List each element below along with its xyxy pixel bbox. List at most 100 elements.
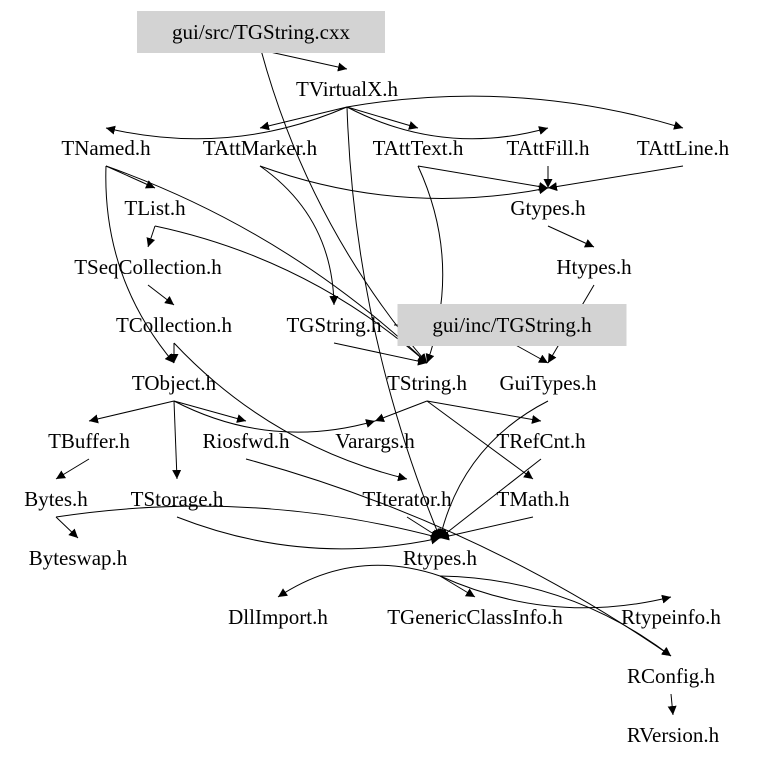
edge-tnamed-to-tobject <box>105 165 175 364</box>
node-trefcnt[interactable]: TRefCnt.h <box>496 429 586 453</box>
edge-tvirtualx-to-tattfill <box>346 106 549 140</box>
node-tgenericclassinfo[interactable]: TGenericClassInfo.h <box>387 605 563 629</box>
node-rtypeinfo[interactable]: Rtypeinfo.h <box>621 605 721 629</box>
node-tvirtualx[interactable]: TVirtualX.h <box>296 77 398 101</box>
node-titerator[interactable]: TIterator.h <box>362 487 452 511</box>
node-guitypes[interactable]: GuiTypes.h <box>499 371 597 395</box>
edge-tattmarker-to-gtypes <box>259 165 549 199</box>
node-tbuffer[interactable]: TBuffer.h <box>48 429 130 453</box>
node-label: TList.h <box>124 196 186 220</box>
edge-tattline-to-gtypes <box>547 165 684 191</box>
node-varargs[interactable]: Varargs.h <box>335 429 415 453</box>
node-dllimport[interactable]: DllImport.h <box>228 605 328 629</box>
node-tstring[interactable]: TString.h <box>387 371 467 395</box>
node-label: TString.h <box>387 371 467 395</box>
node-guiinc[interactable]: gui/inc/TGString.h <box>397 304 627 346</box>
node-label: TVirtualX.h <box>296 77 398 101</box>
edge-rtypes-to-dllimport <box>277 564 441 598</box>
node-tnamed[interactable]: TNamed.h <box>61 136 151 160</box>
edge-trefcnt-to-rtypes <box>439 458 542 539</box>
node-label: gui/src/TGString.cxx <box>172 20 350 44</box>
node-tstorage[interactable]: TStorage.h <box>131 487 224 511</box>
node-label: TGenericClassInfo.h <box>387 605 563 629</box>
edge-tbuffer-to-bytes <box>55 458 90 480</box>
edge-tvirtualx-to-tattmarker <box>259 106 348 131</box>
edge-tstring-to-varargs <box>374 400 428 422</box>
node-label: TBuffer.h <box>48 429 130 453</box>
edge-tcollection-to-titerator <box>173 342 408 482</box>
edge-tvirtualx-to-tattline <box>346 95 684 130</box>
node-label: Rtypes.h <box>403 546 478 570</box>
edge-tobject-to-tbuffer <box>88 400 175 424</box>
node-bytes[interactable]: Bytes.h <box>24 487 88 511</box>
node-label: TSeqCollection.h <box>74 255 222 279</box>
node-label: TCollection.h <box>116 313 233 337</box>
node-tobject[interactable]: TObject.h <box>132 371 217 395</box>
node-rtypes[interactable]: Rtypes.h <box>403 546 478 570</box>
node-tmath[interactable]: TMath.h <box>497 487 570 511</box>
node-rversion[interactable]: RVersion.h <box>627 723 720 747</box>
node-label: RConfig.h <box>627 664 716 688</box>
node-label: DllImport.h <box>228 605 328 629</box>
edge-titerator-to-rtypes <box>406 516 441 539</box>
node-label: Rtypeinfo.h <box>621 605 721 629</box>
edge-tseqcollection-to-tcollection <box>147 284 175 306</box>
edge-tobject-to-tstorage <box>172 400 182 480</box>
node-label: Riosfwd.h <box>203 429 290 453</box>
node-label: RVersion.h <box>627 723 720 747</box>
node-rconfig[interactable]: RConfig.h <box>627 664 716 688</box>
edge-tstring-to-tmath <box>426 400 534 480</box>
node-label: GuiTypes.h <box>499 371 597 395</box>
node-tcollection[interactable]: TCollection.h <box>116 313 233 337</box>
node-label: TAttFill.h <box>507 136 590 160</box>
node-label: TAttLine.h <box>637 136 730 160</box>
edge-tvirtualx-to-rtypes <box>346 106 441 539</box>
node-tseqcollection[interactable]: TSeqCollection.h <box>74 255 222 279</box>
node-label: TObject.h <box>132 371 217 395</box>
node-tgstringh[interactable]: TGString.h <box>286 313 382 337</box>
edge-bytes-to-byteswap <box>55 516 79 539</box>
edge-tobject-to-riosfwd <box>173 400 247 423</box>
edge-tstorage-to-rtypes <box>176 516 441 550</box>
edge-tstring-to-trefcnt <box>426 400 542 424</box>
node-tattfill[interactable]: TAttFill.h <box>507 136 590 160</box>
edge-tatttext-to-gtypes <box>417 165 549 191</box>
edge-rtypes-to-rtypeinfo <box>439 575 672 609</box>
edge-tobject-to-varargs <box>173 400 376 433</box>
edge-rconfig-to-rversion <box>667 693 677 716</box>
edge-bytes-to-rtypes <box>55 505 441 541</box>
edge-tnamed-to-tlist <box>105 165 156 189</box>
node-label: Gtypes.h <box>510 196 586 220</box>
edge-rtypes-to-rconfig <box>439 575 672 657</box>
node-label: TAttMarker.h <box>203 136 318 160</box>
node-highlight-box <box>397 304 627 346</box>
node-label: Bytes.h <box>24 487 88 511</box>
edge-riosfwd-to-rconfig <box>245 458 672 657</box>
node-tlist[interactable]: TList.h <box>124 196 186 220</box>
node-label: Varargs.h <box>335 429 415 453</box>
edge-guitypes-to-rtypes <box>437 400 549 539</box>
node-tatttext[interactable]: TAttText.h <box>373 136 464 160</box>
node-label: gui/inc/TGString.h <box>432 313 592 337</box>
node-label: TAttText.h <box>373 136 464 160</box>
node-gtypes[interactable]: Gtypes.h <box>510 196 586 220</box>
node-tattmarker[interactable]: TAttMarker.h <box>203 136 318 160</box>
node-label: TStorage.h <box>131 487 224 511</box>
edge-rtypes-to-tgenericclassinfo <box>439 575 476 598</box>
node-cxx[interactable]: gui/src/TGString.cxx <box>137 11 385 53</box>
node-label: TGString.h <box>286 313 382 337</box>
node-byteswap[interactable]: Byteswap.h <box>29 546 128 570</box>
node-label: Htypes.h <box>556 255 632 279</box>
node-label: TRefCnt.h <box>496 429 586 453</box>
node-htypes[interactable]: Htypes.h <box>556 255 632 279</box>
node-tattline[interactable]: TAttLine.h <box>637 136 730 160</box>
node-label: Byteswap.h <box>29 546 128 570</box>
edge-gtypes-to-htypes <box>547 225 595 248</box>
node-label: TNamed.h <box>61 136 151 160</box>
node-riosfwd[interactable]: Riosfwd.h <box>203 429 290 453</box>
edge-tlist-to-tstring <box>154 225 428 364</box>
edge-tlist-to-tseqcollection <box>146 225 156 248</box>
edge-cxx-to-tstring <box>260 49 428 364</box>
